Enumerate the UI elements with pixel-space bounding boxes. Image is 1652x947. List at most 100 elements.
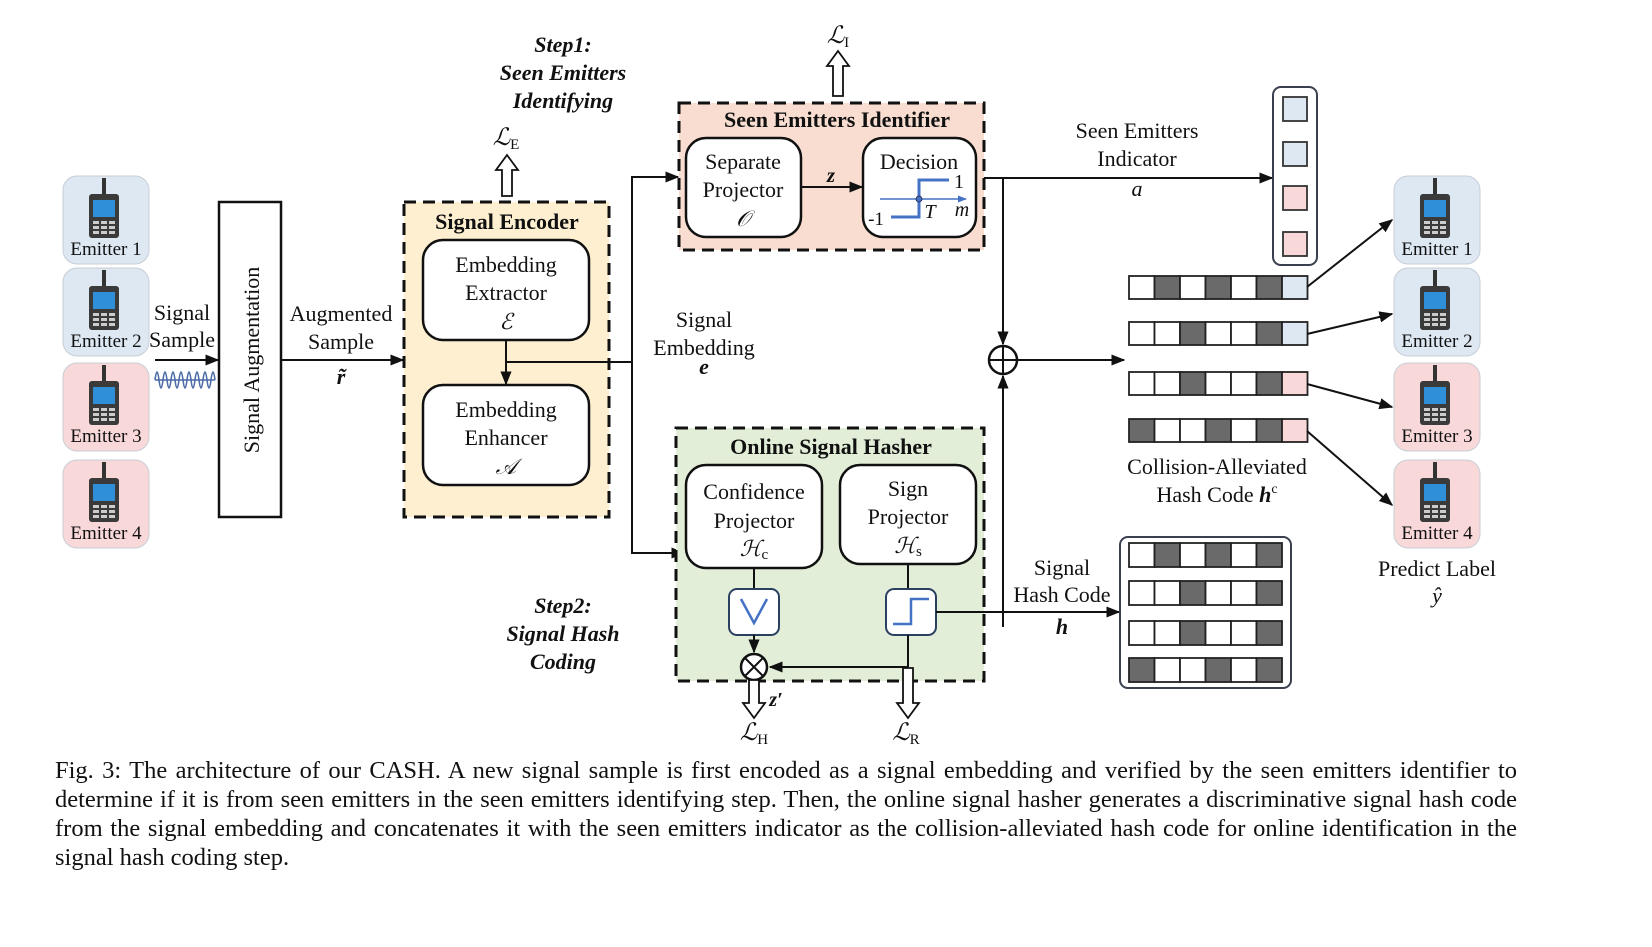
hash-bit [1179, 371, 1207, 396]
hash-bit [1204, 542, 1232, 568]
hash-bit [1230, 321, 1258, 346]
embedding-to-hasher-arrow [631, 362, 686, 559]
hash-bit [1153, 657, 1181, 683]
hash-bit [1255, 418, 1283, 443]
prediction-arrow-3 [1306, 383, 1394, 410]
step1-subtitle-1: Seen Emitters [500, 60, 627, 85]
hash-bit [1204, 418, 1232, 443]
predict-label-text: Predict Label [1378, 556, 1496, 581]
hash-bit [1179, 580, 1207, 606]
indicator-bit [1281, 418, 1309, 443]
collision-code-row [1128, 275, 1309, 300]
hash-bit [1128, 580, 1156, 606]
hash-bit [1179, 620, 1207, 646]
loss-i-symbol: ℒI [827, 23, 849, 51]
hash-bit [1255, 371, 1283, 396]
hash-bit [1179, 418, 1207, 443]
hash-bit [1128, 542, 1156, 568]
indicator-bit [1282, 185, 1308, 211]
emitter-label: Emitter 3 [70, 426, 141, 447]
hash-bit [1128, 657, 1156, 683]
emitter-label: Emitter 1 [1401, 239, 1472, 260]
emitter-label: Emitter 4 [70, 523, 142, 544]
hash-bit [1230, 657, 1258, 683]
signal-sample-label-2: Sample [149, 327, 215, 352]
sign-projector-label-2: Projector [868, 504, 949, 529]
hash-bit [1153, 580, 1181, 606]
hash-bit [1179, 542, 1207, 568]
seen-indicator-label-2: Indicator [1097, 146, 1177, 171]
loss-r-arrow [895, 667, 921, 720]
output-emitter-4: Emitter 4 [1393, 459, 1481, 549]
embedding-extractor-label-2: Extractor [465, 280, 548, 305]
signal-hash-row [1128, 580, 1283, 606]
indicator-bit [1282, 141, 1308, 167]
indicator-bit [1281, 371, 1309, 396]
embedding-to-identifier-arrow [631, 171, 680, 552]
indicator-vector [1272, 86, 1318, 266]
concat-operator-icon [987, 344, 1019, 376]
step2-subtitle-2: Coding [530, 649, 596, 674]
hash-bit [1153, 275, 1181, 300]
input-emitter-2: Emitter 2 [62, 267, 150, 357]
hash-bit [1230, 418, 1258, 443]
hash-bit [1179, 657, 1207, 683]
online-signal-hasher-title: Online Signal Hasher [730, 434, 932, 459]
confidence-projector-label-1: Confidence [703, 479, 804, 504]
architecture-diagram: Emitter 1 Emitter 2 Emitter 3 Emitter 4 Sig… [62, 23, 1496, 748]
indicator-bit [1281, 275, 1309, 300]
output-emitter-2: Emitter 2 [1393, 267, 1481, 357]
h-symbol: h [1056, 614, 1068, 639]
signal-hash-label-2: Hash Code [1013, 582, 1110, 607]
waveform-icon [154, 371, 216, 389]
output-emitter-3: Emitter 3 [1393, 362, 1481, 452]
loss-e-symbol: ℒE [493, 125, 519, 153]
hash-bit [1204, 620, 1232, 646]
hash-bit [1153, 321, 1181, 346]
z-prime-symbol: z′ [768, 689, 782, 711]
emitter-label: Emitter 2 [70, 331, 141, 352]
hash-bit [1204, 321, 1232, 346]
r-tilde-symbol: r̃ [337, 364, 347, 389]
loss-r-symbol: ℒR [892, 720, 919, 748]
emitter-label: Emitter 4 [1401, 523, 1473, 544]
collision-code-label-2: Hash Code hc [1156, 482, 1277, 507]
emitter-label: Emitter 1 [70, 239, 141, 260]
prediction-arrow-4 [1306, 430, 1394, 506]
seen-emitters-identifier-title: Seen Emitters Identifier [724, 107, 950, 132]
hash-bit [1128, 620, 1156, 646]
hash-bit [1153, 620, 1181, 646]
signal-hash-row [1128, 657, 1283, 683]
hash-bit [1255, 657, 1283, 683]
step-function-icon [880, 178, 967, 219]
hash-bit [1230, 371, 1258, 396]
hash-bit [1204, 371, 1232, 396]
decision-threshold-symbol: T [924, 201, 937, 223]
abs-activation-icon [739, 598, 769, 626]
signal-embedding-label-1: Signal [676, 307, 732, 332]
indicator-bit [1281, 321, 1309, 346]
collision-code-label-1: Collision-Alleviated [1127, 454, 1307, 479]
abs-activation-box [728, 588, 780, 636]
separate-projector-label-1: Separate [705, 149, 781, 174]
figure-caption: Fig. 3: The architecture of our CASH. A … [55, 757, 1517, 871]
hash-bit [1230, 275, 1258, 300]
emitter-label: Emitter 2 [1401, 331, 1472, 352]
embedding-extractor-symbol: ℰ [499, 309, 515, 334]
signal-hash-label-1: Signal [1034, 555, 1090, 580]
signal-encoder-title: Signal Encoder [435, 209, 579, 234]
signal-augmentation-label: Signal Augmentation [239, 267, 264, 453]
step1-title: Step1: [534, 32, 591, 57]
decision-axis-symbol: m [955, 199, 969, 221]
indicator-bit [1282, 96, 1308, 122]
hash-bit [1128, 275, 1156, 300]
augmented-sample-label-2: Sample [308, 329, 374, 354]
prediction-arrow-1 [1306, 219, 1394, 288]
collision-code-row [1128, 418, 1309, 443]
decision-title: Decision [880, 149, 958, 174]
hash-bit [1255, 620, 1283, 646]
signal-hash-row [1128, 620, 1283, 646]
confidence-projector-label-2: Projector [714, 508, 795, 533]
sign-activation-icon [893, 597, 929, 626]
loss-h-arrow [741, 679, 767, 720]
